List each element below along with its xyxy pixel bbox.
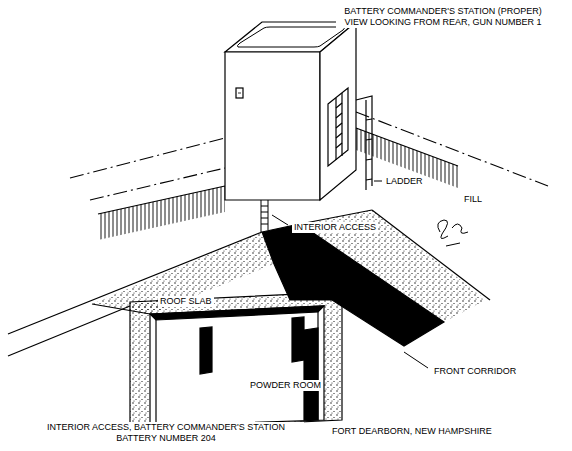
powder-room (130, 292, 342, 430)
signature-mark (438, 220, 468, 246)
leader-line (374, 181, 382, 182)
part-label: FILL (462, 194, 484, 205)
leader-line (272, 215, 288, 225)
ladder-symbol (261, 200, 268, 232)
leader-line (404, 352, 428, 368)
fill-hatch (356, 128, 458, 188)
part-label: LADDER (384, 176, 425, 187)
part-label: FRONT CORRIDOR (432, 366, 518, 377)
caption-text: INTERIOR ACCESS, BATTERY COMMANDER'S STA… (28, 422, 304, 444)
fill-hatch (98, 186, 225, 240)
part-label: INTERIOR ACCESS (292, 222, 378, 233)
part-label: POWDER ROOM (248, 380, 323, 391)
part-label: FORT DEARBORN, NEW HAMPSHIRE (330, 426, 494, 437)
station-block (225, 22, 372, 200)
title-text: BATTERY COMMANDER'S STATION (PROPER) VIE… (336, 6, 550, 28)
part-label: ROOF SLAB (158, 296, 214, 307)
